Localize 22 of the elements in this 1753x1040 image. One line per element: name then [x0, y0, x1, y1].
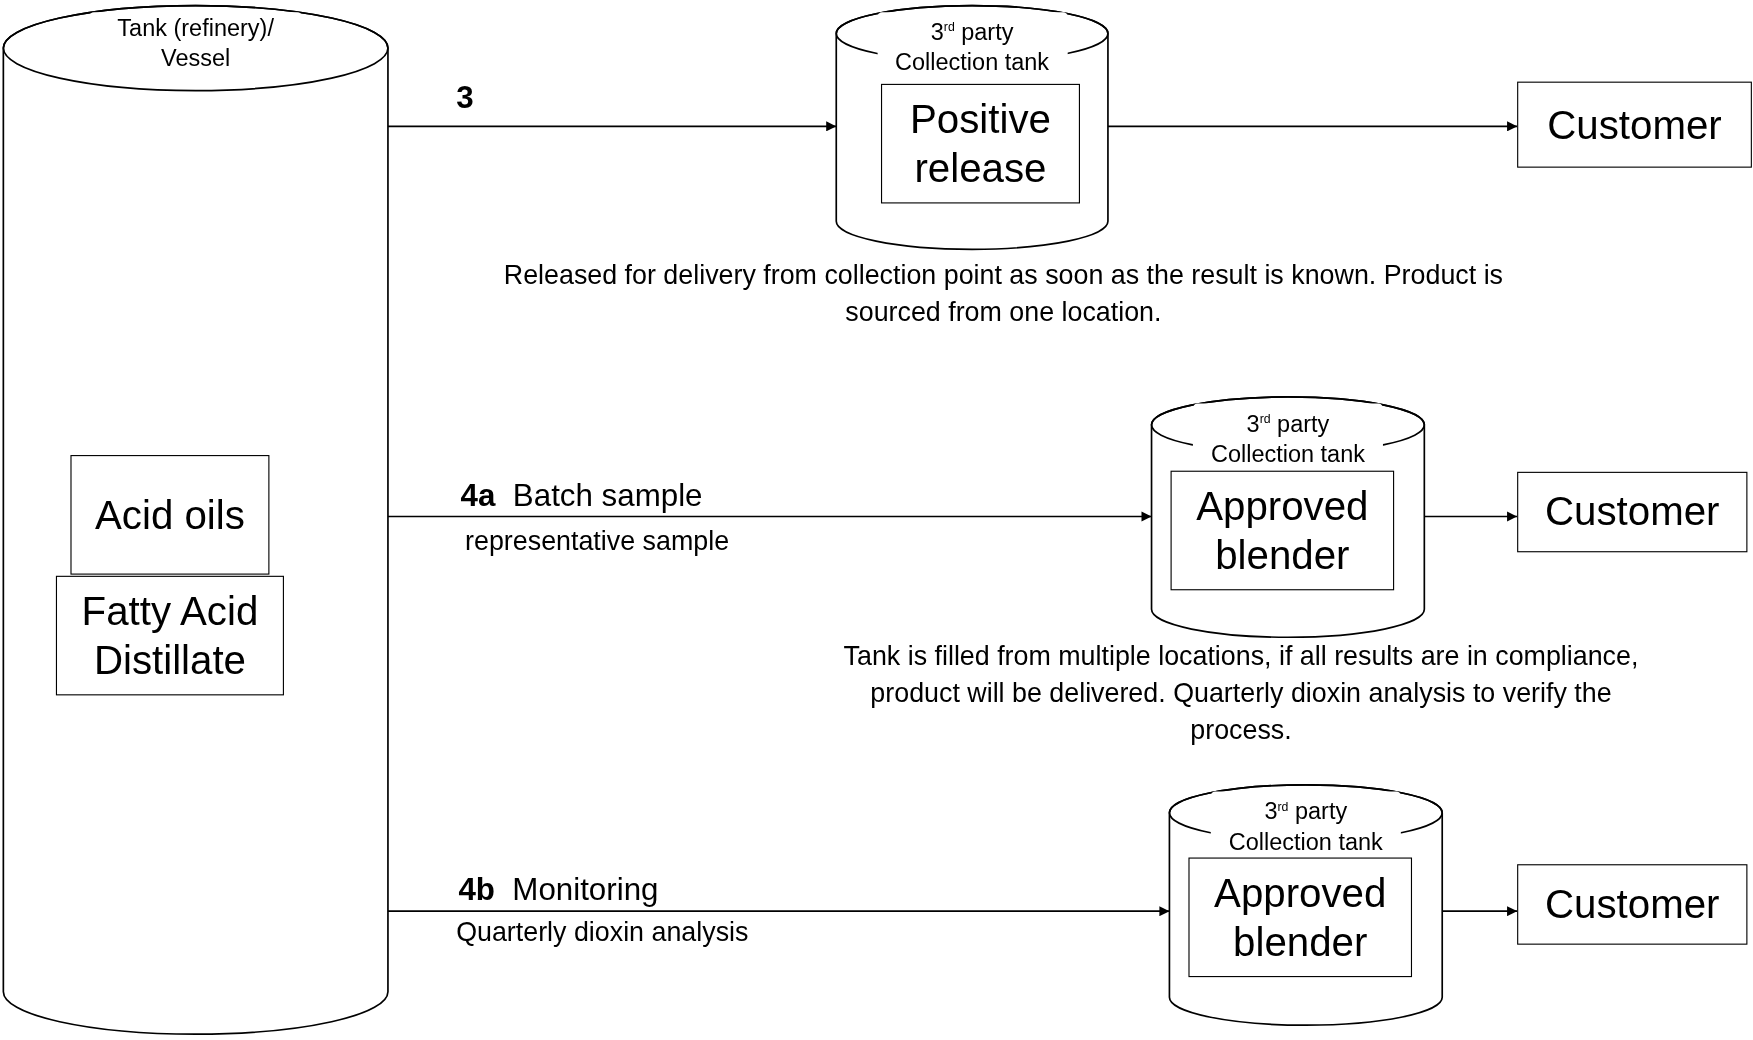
tank-cylinder: [836, 5, 1108, 250]
arrow: [1107, 121, 1518, 132]
tank-cylinder: [1151, 396, 1425, 638]
process-box: Approved blender: [1188, 857, 1413, 978]
note-text: Tank is filled from multiple locations, if all results are in compliance, product will be delivered. Quarterly dioxin analysis to verify the process.: [842, 639, 1640, 747]
process-box: Approved blender: [1170, 470, 1395, 591]
tank-cylinder: [1169, 784, 1443, 1026]
tank-cylinder: [3, 5, 388, 1035]
arrow: [387, 511, 1153, 522]
note-text: Quarterly dioxin analysis: [456, 915, 750, 949]
arrow: [1441, 906, 1518, 917]
arrow: [387, 906, 1171, 917]
process-box: Fatty Acid Distillate: [55, 575, 284, 696]
note-text: representative sample: [465, 524, 731, 558]
process-box: Acid oils: [70, 455, 270, 575]
arrow: [387, 121, 838, 132]
destination-box: Customer: [1517, 81, 1752, 168]
destination-box: Customer: [1517, 471, 1748, 553]
arrow: [1423, 511, 1518, 522]
destination-box: Customer: [1517, 864, 1748, 945]
note-text: Released for delivery from collection point as soon as the result is known. Product is sourced from one location.: [502, 258, 1504, 329]
process-box: Positive release: [881, 83, 1080, 204]
